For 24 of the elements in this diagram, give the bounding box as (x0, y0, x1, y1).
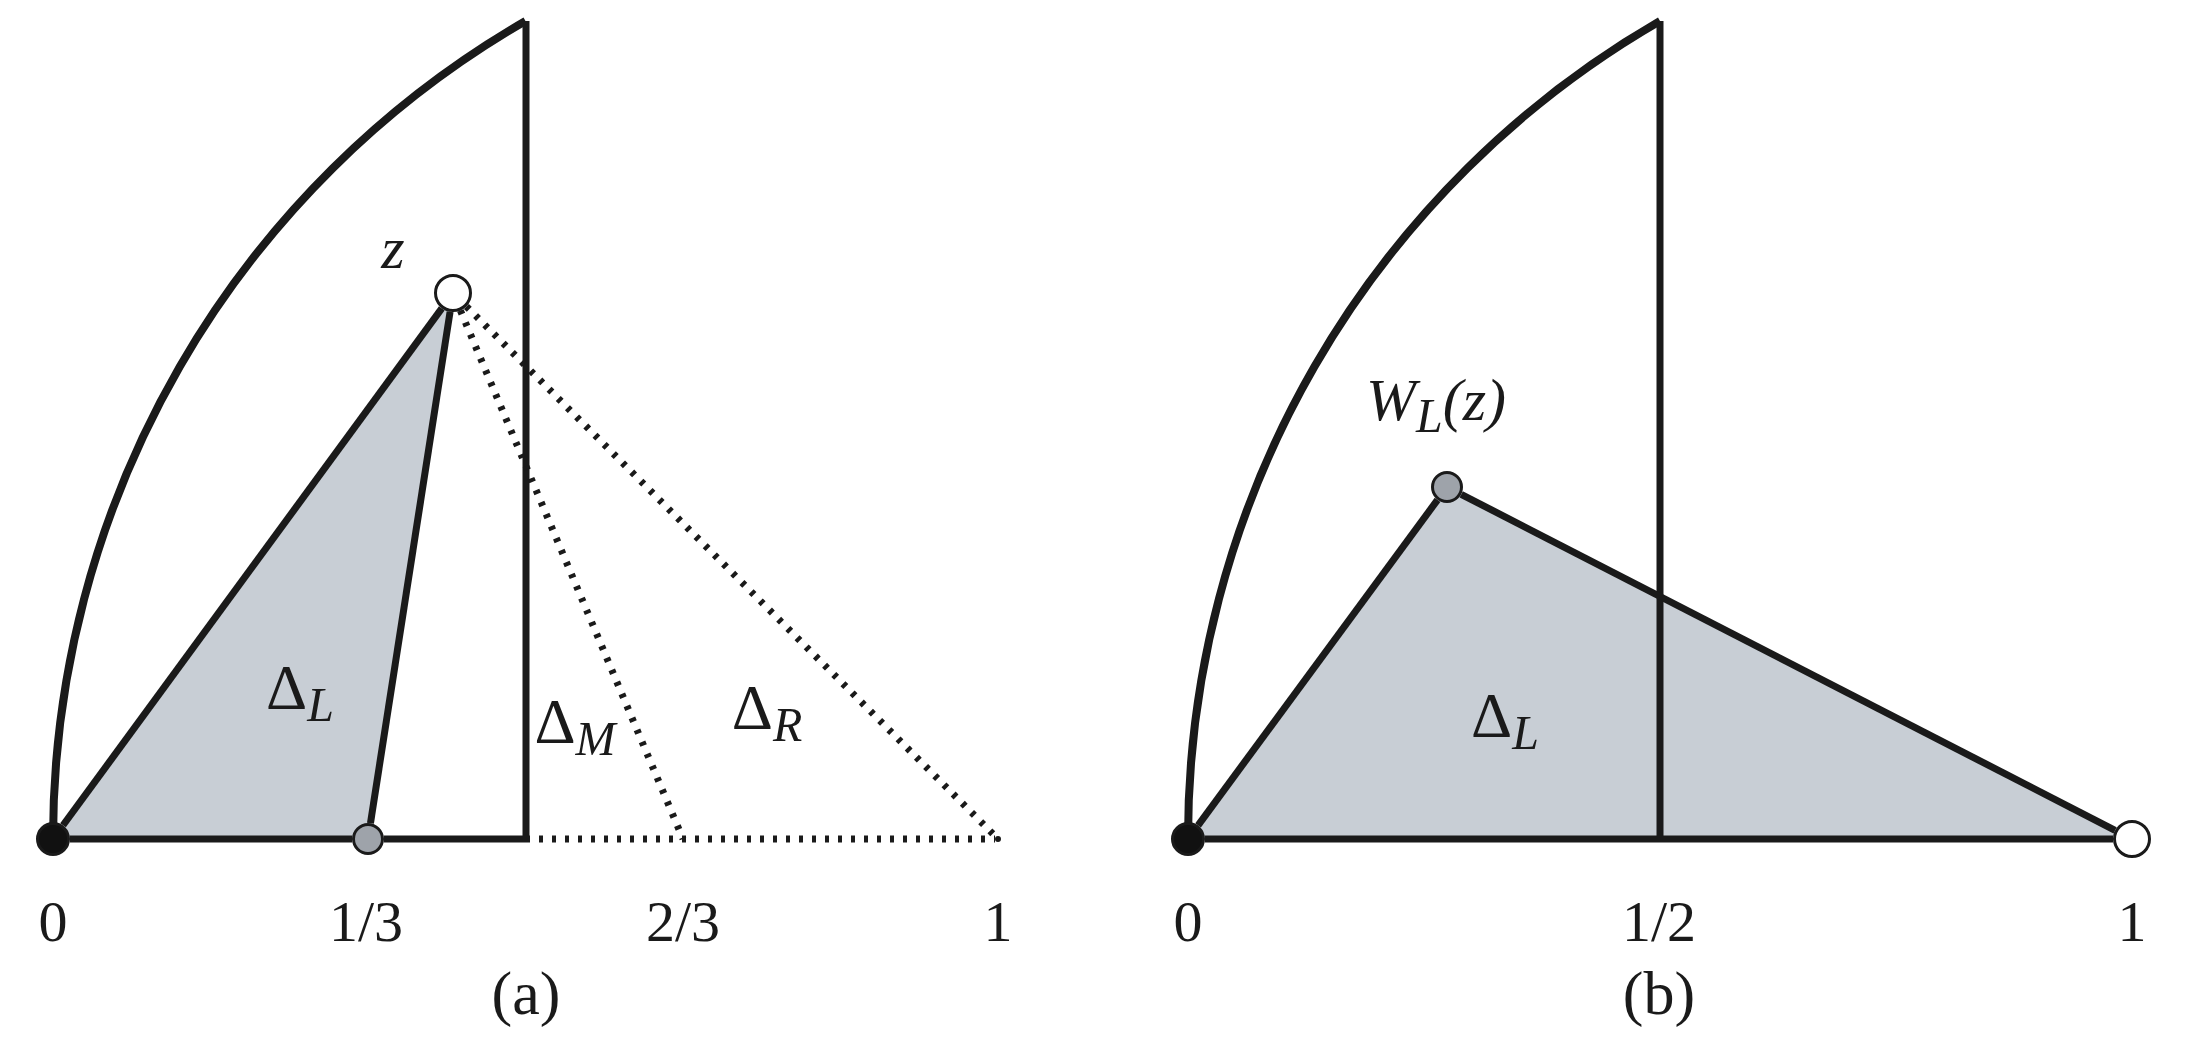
point-marker (1431, 471, 1463, 503)
math-label: 1/2 (1621, 893, 1697, 951)
line (1205, 835, 2113, 843)
point-marker (2113, 820, 2151, 858)
math-label: 0 (38, 893, 68, 951)
math-label: 2/3 (645, 893, 721, 951)
math-label: 1 (2117, 893, 2147, 951)
math-label: 0 (1173, 893, 1203, 951)
point-marker (352, 823, 384, 855)
math-label: Δ$_{M}$ (534, 690, 616, 754)
line (1195, 497, 1441, 828)
point-marker (36, 822, 70, 856)
dotted-line (526, 835, 995, 843)
point-marker (995, 836, 1001, 842)
math-label: 1/3 (328, 893, 404, 951)
line (70, 835, 352, 843)
point-marker (434, 274, 472, 312)
math-label: Δ$_{R}$ (731, 676, 803, 740)
math-label: Δ$_{L}$ (266, 656, 334, 720)
line (367, 311, 454, 824)
math-label: 1 (983, 893, 1013, 951)
point-marker (1171, 822, 1205, 856)
math-label: Δ$_{L}$ (1471, 684, 1539, 748)
point-label: z (381, 218, 405, 278)
